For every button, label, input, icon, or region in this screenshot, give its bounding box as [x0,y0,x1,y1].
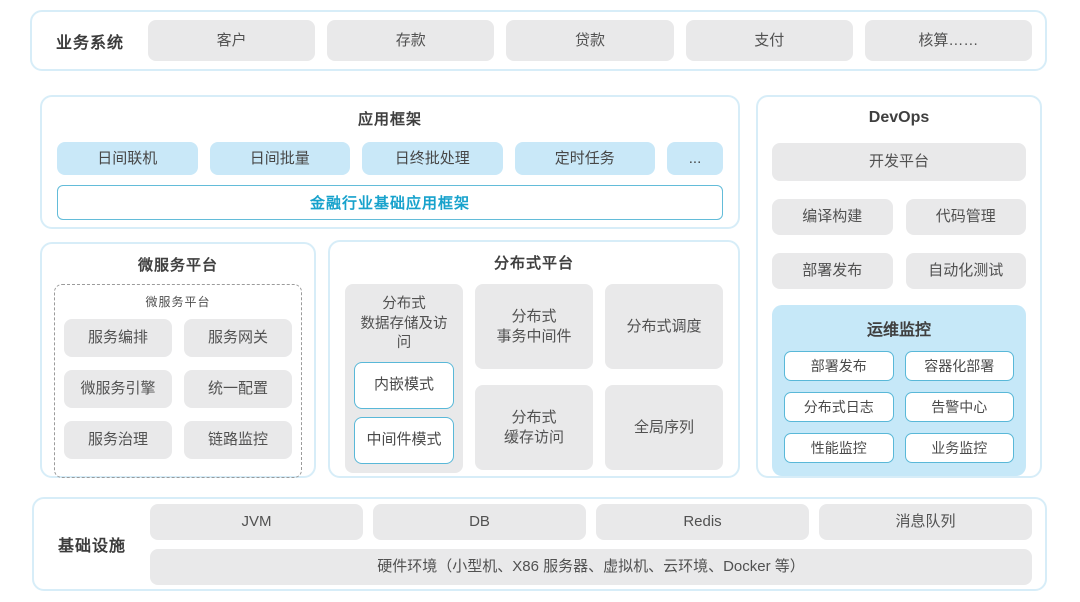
infra-item-redis: Redis [596,503,809,540]
infrastructure-label: 基础设施 [57,538,126,555]
microservices-grid: 服务编排 服务网关 微服务引擎 统一配置 服务治理 链路监控 [64,319,292,459]
monitor-item-deploy-release: 部署发布 [784,351,894,381]
app-chip-daytime-batch: 日间批量 [209,142,350,175]
micro-item-engine: 微服务引擎 [64,370,172,408]
ops-monitor-title: 运维监控 [866,322,931,339]
infra-hardware-env: 硬件环境（小型机、X86 服务器、虚拟机、云环境、Docker 等） [150,548,1032,585]
distributed-title: 分布式平台 [493,255,574,272]
dist-item-global-sequence: 全局序列 [605,385,723,470]
infrastructure-content: JVM DB Redis 消息队列 硬件环境（小型机、X86 服务器、虚拟机、云… [150,503,1032,585]
micro-item-gateway: 服务网关 [184,319,292,357]
biz-item-payment: 支付 [685,20,853,61]
monitor-item-distributed-log: 分布式日志 [784,392,894,422]
app-chip-daytime-online: 日间联机 [57,142,198,175]
distributed-storage-label: 分布式 数据存储及访问 [360,296,448,352]
app-chip-more: ... [667,142,723,175]
microservices-panel: 微服务平台 微服务平台 服务编排 服务网关 微服务引擎 统一配置 服务治理 链路… [40,242,316,478]
microservices-inner-title: 微服务平台 [145,295,211,309]
monitor-item-container-deploy: 容器化部署 [904,351,1014,381]
microservices-inner-box: 微服务平台 服务编排 服务网关 微服务引擎 统一配置 服务治理 链路监控 [54,284,302,478]
infra-item-mq: 消息队列 [819,503,1032,540]
infrastructure-panel: 基础设施 JVM DB Redis 消息队列 硬件环境（小型机、X86 服务器、… [32,497,1047,591]
devops-row-2: 部署发布 自动化测试 [772,253,1026,289]
distributed-storage-box: 分布式 数据存储及访问 内嵌模式 中间件模式 [345,284,463,473]
infra-item-db: DB [373,503,586,540]
devops-item-deploy: 部署发布 [772,253,893,289]
biz-item-loan: 贷款 [506,20,674,61]
devops-panel: DevOps 开发平台 编译构建 代码管理 部署发布 自动化测试 运维监控 部署… [756,95,1042,478]
monitor-item-performance: 性能监控 [784,433,894,463]
app-framework-chips: 日间联机 日间批量 日终批处理 定时任务 ... [57,142,723,175]
app-framework-title: 应用框架 [357,111,422,128]
ops-monitor-grid: 部署发布 容器化部署 分布式日志 告警中心 性能监控 业务监控 [784,351,1014,463]
finance-base-framework: 金融行业基础应用框架 [57,185,723,220]
micro-item-orchestration: 服务编排 [64,319,172,357]
distributed-grid: 分布式 数据存储及访问 内嵌模式 中间件模式 分布式 事务中间件 分布式 缓存访… [345,284,723,473]
app-framework-panel: 应用框架 日间联机 日间批量 日终批处理 定时任务 ... 金融行业基础应用框架 [40,95,740,229]
storage-mode-embedded: 内嵌模式 [354,361,454,409]
devops-item-auto-test: 自动化测试 [905,253,1026,289]
infrastructure-row: JVM DB Redis 消息队列 [150,503,1032,540]
dist-item-cache-access: 分布式 缓存访问 [475,385,593,470]
micro-item-governance: 服务治理 [64,421,172,459]
distributed-panel: 分布式平台 分布式 数据存储及访问 内嵌模式 中间件模式 分布式 事务中间件 分… [328,240,740,478]
devops-item-build: 编译构建 [772,199,893,235]
micro-item-tracing: 链路监控 [184,421,292,459]
dist-item-transaction-middleware: 分布式 事务中间件 [475,284,593,369]
business-systems-label: 业务系统 [55,34,124,52]
devops-item-code-mgmt: 代码管理 [905,199,1026,235]
monitor-item-business: 业务监控 [904,433,1014,463]
biz-item-accounting: 核算…… [864,20,1033,61]
distributed-col-middle: 分布式 事务中间件 分布式 缓存访问 [475,284,593,470]
devops-row-1: 编译构建 代码管理 [772,199,1026,235]
business-systems-chips: 客户 存款 贷款 支付 核算…… [148,20,1033,61]
storage-mode-middleware: 中间件模式 [354,416,454,464]
devops-dev-platform: 开发平台 [772,143,1026,181]
distributed-col-right: 分布式调度 全局序列 [605,284,723,470]
biz-item-deposit: 存款 [327,20,495,61]
infra-item-jvm: JVM [150,503,363,540]
micro-item-config: 统一配置 [184,370,292,408]
ops-monitor-box: 运维监控 部署发布 容器化部署 分布式日志 告警中心 性能监控 业务监控 [772,305,1026,476]
business-systems-panel: 业务系统 客户 存款 贷款 支付 核算…… [30,10,1047,71]
biz-item-customer: 客户 [148,20,316,61]
distributed-col-storage: 分布式 数据存储及访问 内嵌模式 中间件模式 [345,284,463,473]
app-chip-scheduled-tasks: 定时任务 [514,142,655,175]
microservices-title: 微服务平台 [137,257,218,274]
dist-item-scheduling: 分布式调度 [605,284,723,369]
devops-title: DevOps [868,109,930,126]
monitor-item-alert-center: 告警中心 [904,392,1014,422]
app-chip-eod-batch: 日终批处理 [362,142,503,175]
